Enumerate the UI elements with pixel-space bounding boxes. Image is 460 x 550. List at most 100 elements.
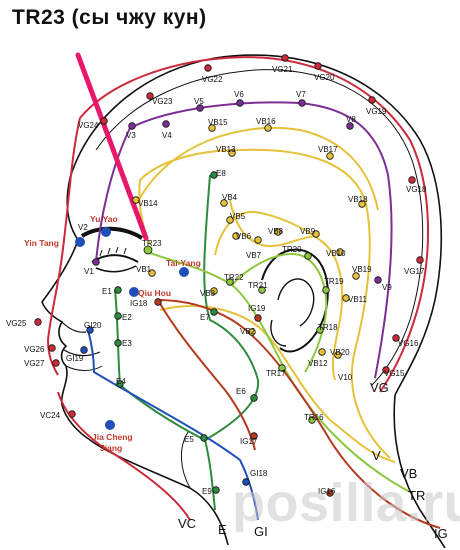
marker-vb9 <box>312 230 320 238</box>
marker-yu-yao <box>101 227 111 237</box>
marker-vb10 <box>336 248 344 256</box>
marker-e9 <box>212 486 220 494</box>
marker-gi19 <box>80 346 88 354</box>
marker-tr23 <box>143 245 153 255</box>
label-vb12: VB12 <box>308 359 328 368</box>
label-v5: V5 <box>194 97 204 106</box>
ig-line <box>157 299 441 529</box>
label-vb11: VB11 <box>348 295 368 304</box>
e-line-head <box>203 174 260 441</box>
label-vc24: VC24 <box>40 411 61 420</box>
skull-outline <box>69 54 443 396</box>
label-vb13: VB13 <box>216 145 236 154</box>
label-e2: E2 <box>122 313 132 322</box>
label-e6: E6 <box>236 387 246 396</box>
vg-line <box>79 56 429 393</box>
vb-line-temple <box>229 199 319 248</box>
face-profile <box>41 177 229 546</box>
label-v4: V4 <box>162 131 172 140</box>
label-e1: E1 <box>102 287 112 296</box>
ear <box>261 248 329 353</box>
head-outline <box>41 54 446 549</box>
label-vg20: VG20 <box>314 73 335 82</box>
neck-back <box>393 394 446 549</box>
label-v10: V10 <box>338 373 353 382</box>
channel-label-v: V <box>372 448 381 463</box>
marker-vg23 <box>146 92 154 100</box>
label-vb16: VB16 <box>256 117 276 126</box>
marker-vg26 <box>48 344 56 352</box>
marker-v6 <box>236 99 244 107</box>
marker-e4 <box>116 380 124 388</box>
marker-vg21 <box>281 54 289 62</box>
marker-vb16 <box>264 124 272 132</box>
marker-v8 <box>346 122 354 130</box>
label-v3: V3 <box>126 131 136 140</box>
label-ig16: IG16 <box>318 487 336 496</box>
marker-vb17 <box>326 152 334 160</box>
label-vb20: VB20 <box>330 348 350 357</box>
channel-label-e: E <box>218 522 227 537</box>
label-vg18: VG18 <box>406 185 427 194</box>
marker-ig18 <box>154 298 162 306</box>
label-vg23: VG23 <box>152 97 173 106</box>
marker-vg17 <box>416 256 424 264</box>
extra-point-markers <box>75 227 189 430</box>
channel-label-tr: TR <box>408 488 425 503</box>
marker-vb7 <box>254 236 262 244</box>
marker-vb8 <box>274 228 282 236</box>
marker-vg25 <box>34 318 42 326</box>
marker-vb14 <box>132 196 140 204</box>
tr-line-ear <box>231 253 328 373</box>
label-vg16: VG16 <box>398 339 419 348</box>
label-vb17: VB17 <box>318 145 338 154</box>
marker-jia-cheng-jiang <box>105 420 115 430</box>
label-tr22: TR22 <box>224 273 244 282</box>
label-tr21: TR21 <box>248 281 268 290</box>
label-vb15: VB15 <box>208 118 228 127</box>
tr23-highlight-pointer <box>75 52 149 241</box>
label-tai-yang: Tai-Yang <box>166 258 201 268</box>
marker-v7 <box>298 99 306 107</box>
marker-vg22 <box>204 64 212 72</box>
label-tr17: TR17 <box>266 369 286 378</box>
marker-vb4 <box>220 199 228 207</box>
marker-vb18 <box>358 200 366 208</box>
label-gi20: GI20 <box>84 321 102 330</box>
marker-e2 <box>114 312 122 320</box>
label-vg22: VG22 <box>202 75 223 84</box>
marker-v5 <box>196 104 204 112</box>
ear-lobe <box>270 319 287 347</box>
label-e7: E7 <box>200 313 210 322</box>
marker-v1 <box>92 258 100 266</box>
label-e4: E4 <box>116 377 126 386</box>
marker-vb12 <box>318 348 326 356</box>
vb-line-lower <box>159 305 396 463</box>
marker-vg15 <box>382 366 390 374</box>
marker-vb13 <box>228 149 236 157</box>
label-jiang: Jiang <box>100 443 122 453</box>
eye-region <box>80 226 144 273</box>
marker-vg16 <box>392 334 400 342</box>
eye-lower-lid <box>95 265 137 273</box>
marker-tr20 <box>304 252 312 260</box>
marker-tai-yang <box>179 267 189 277</box>
label-v1: V1 <box>84 267 94 276</box>
label-vg25: VG25 <box>6 319 27 328</box>
label-vb9: VB9 <box>300 227 316 236</box>
label-vg24: VG24 <box>78 121 99 130</box>
marker-vb6 <box>232 232 240 240</box>
marker-tr17 <box>278 364 286 372</box>
label-vb5: VB5 <box>230 212 246 221</box>
label-v2: V2 <box>78 223 88 232</box>
label-gi18: GI18 <box>250 469 268 478</box>
channel-label-gi: GI <box>254 524 268 539</box>
inner-skull-line <box>95 69 424 386</box>
marker-v9 <box>374 276 382 284</box>
tr-line <box>149 252 411 493</box>
marker-vb11 <box>342 294 350 302</box>
label-tr23: TR23 <box>142 239 162 248</box>
label-v9: V9 <box>382 283 392 292</box>
label-vg26: VG26 <box>24 345 45 354</box>
vg-line-face <box>46 117 81 376</box>
